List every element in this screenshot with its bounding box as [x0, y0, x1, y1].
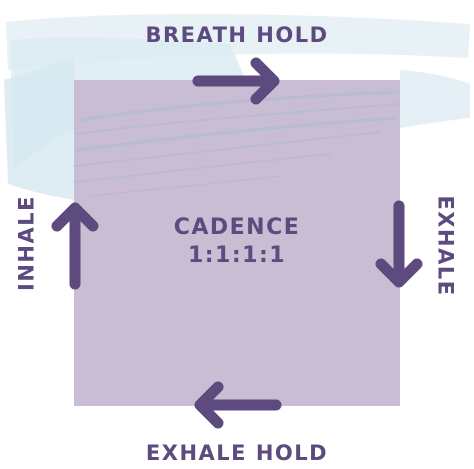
inhale-label: INHALE: [14, 195, 39, 291]
arrow-down-icon: [375, 200, 423, 288]
exhale-hold-label: EXHALE HOLD: [145, 441, 329, 465]
breath-hold-label: BREATH HOLD: [145, 23, 329, 47]
arrow-right-icon: [192, 57, 280, 105]
cadence-square: [74, 80, 400, 406]
cadence-ratio: 1:1:1:1: [187, 243, 287, 268]
cadence-title: CADENCE: [173, 215, 301, 240]
cadence-text: CADENCE 1:1:1:1: [74, 214, 400, 270]
watercolor-background: [4, 13, 470, 200]
arrow-left-icon: [194, 381, 282, 429]
arrow-up-icon: [51, 202, 99, 290]
brush-streaks: [73, 90, 401, 197]
exhale-label: EXHALE: [433, 195, 458, 297]
